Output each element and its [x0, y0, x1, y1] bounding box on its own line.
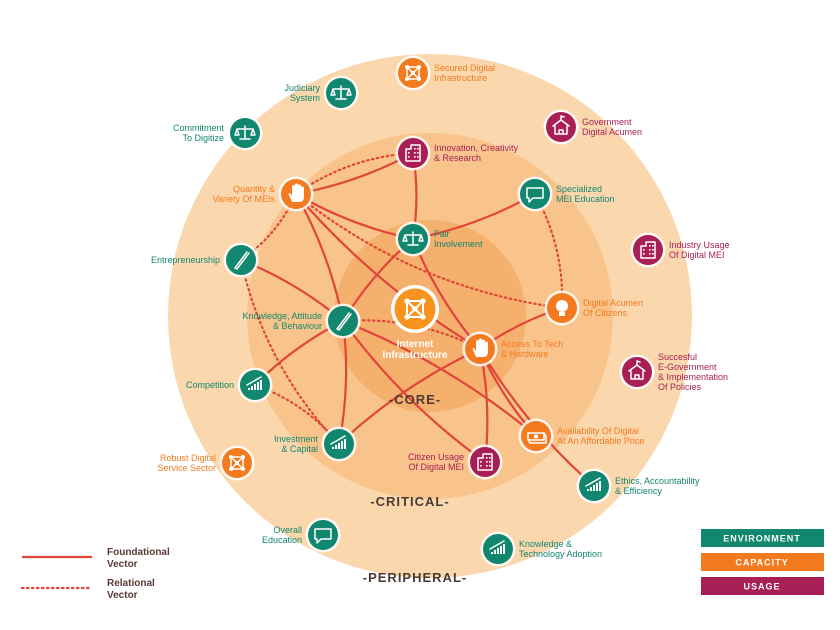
node-label: Knowledge, Attitude& Behaviour — [242, 311, 322, 331]
node-circle — [520, 179, 550, 209]
growth-icon — [246, 376, 262, 390]
pencil-icon — [234, 251, 250, 270]
center-label-line2: Infrastructure — [382, 350, 447, 361]
node-label: Competition — [186, 380, 234, 390]
school-icon — [628, 360, 646, 380]
node-label: Access To Tech& Hardware — [501, 339, 563, 359]
network-icon — [229, 455, 245, 471]
building-icon — [640, 241, 656, 259]
node-label: Innovation, Creativity& Research — [434, 143, 519, 163]
network-icon — [405, 65, 421, 81]
node-circle — [308, 520, 338, 550]
growth-icon — [585, 477, 601, 491]
node-circle — [546, 112, 576, 142]
node-circle — [470, 447, 500, 477]
svg-text:ENVIRONMENT: ENVIRONMENT — [723, 534, 801, 544]
legend-category-usage: USAGE — [701, 577, 824, 595]
node-circle — [398, 138, 428, 168]
network-icon — [404, 298, 426, 320]
school-icon — [552, 115, 570, 135]
hand-icon — [472, 338, 488, 357]
svg-text:USAGE: USAGE — [743, 582, 780, 592]
node-quantity: Quantity &Variety Of MEIs — [213, 176, 314, 212]
node-entrepreneurship: Entrepreneurship — [151, 242, 259, 278]
node-competition: Competition — [186, 367, 273, 403]
node-knowledge: Knowledge, Attitude& Behaviour — [242, 303, 361, 339]
zone-label-critical: -CRITICAL- — [370, 494, 449, 509]
relational-link — [239, 258, 341, 446]
zone-labels-layer: -CORE- -CRITICAL- -PERIPHERAL- — [363, 392, 467, 585]
node-label: Investment& Capital — [274, 434, 319, 454]
building-icon — [405, 144, 421, 162]
growth-icon — [330, 435, 346, 449]
bulb-icon — [556, 300, 568, 316]
node-label: Quantity &Variety Of MEIs — [213, 184, 276, 204]
legend-category-capacity: CAPACITY — [701, 553, 824, 571]
relational-link — [294, 192, 564, 310]
pencil-icon — [336, 312, 352, 331]
svg-text:CAPACITY: CAPACITY — [735, 558, 788, 568]
node-investment: Investment& Capital — [274, 426, 357, 462]
node-label: Entrepreneurship — [151, 255, 220, 265]
scales-icon — [234, 125, 256, 140]
chat-icon — [314, 528, 332, 544]
building-icon — [477, 453, 493, 471]
node-access: Access To Tech& Hardware — [462, 331, 563, 367]
node-label: Ethics, Accountability& Efficiency — [615, 476, 700, 496]
node-circle — [633, 235, 663, 265]
hand-icon — [288, 183, 304, 202]
node-circle — [622, 357, 652, 387]
node-tech-adoption: Knowledge &Technology Adoption — [480, 531, 602, 567]
foundational-link — [295, 193, 481, 350]
zone-label-peripheral: -PERIPHERAL- — [363, 570, 467, 585]
foundational-link — [342, 319, 537, 437]
node-innovation: Innovation, Creativity& Research — [395, 135, 519, 171]
growth-icon — [489, 540, 505, 554]
center-label-line1: Internet — [397, 339, 434, 350]
scales-icon — [330, 85, 352, 100]
foundational-link — [338, 348, 481, 445]
foundational-link — [342, 320, 486, 463]
node-label: Knowledge &Technology Adoption — [519, 539, 602, 559]
node-ethics: Ethics, Accountability& Efficiency — [576, 468, 700, 504]
legend-category-environment: ENVIRONMENT — [701, 529, 824, 547]
zone-label-core: -CORE- — [389, 392, 441, 407]
chat-icon — [526, 187, 544, 203]
scales-icon — [402, 231, 424, 246]
money-icon — [527, 432, 547, 444]
